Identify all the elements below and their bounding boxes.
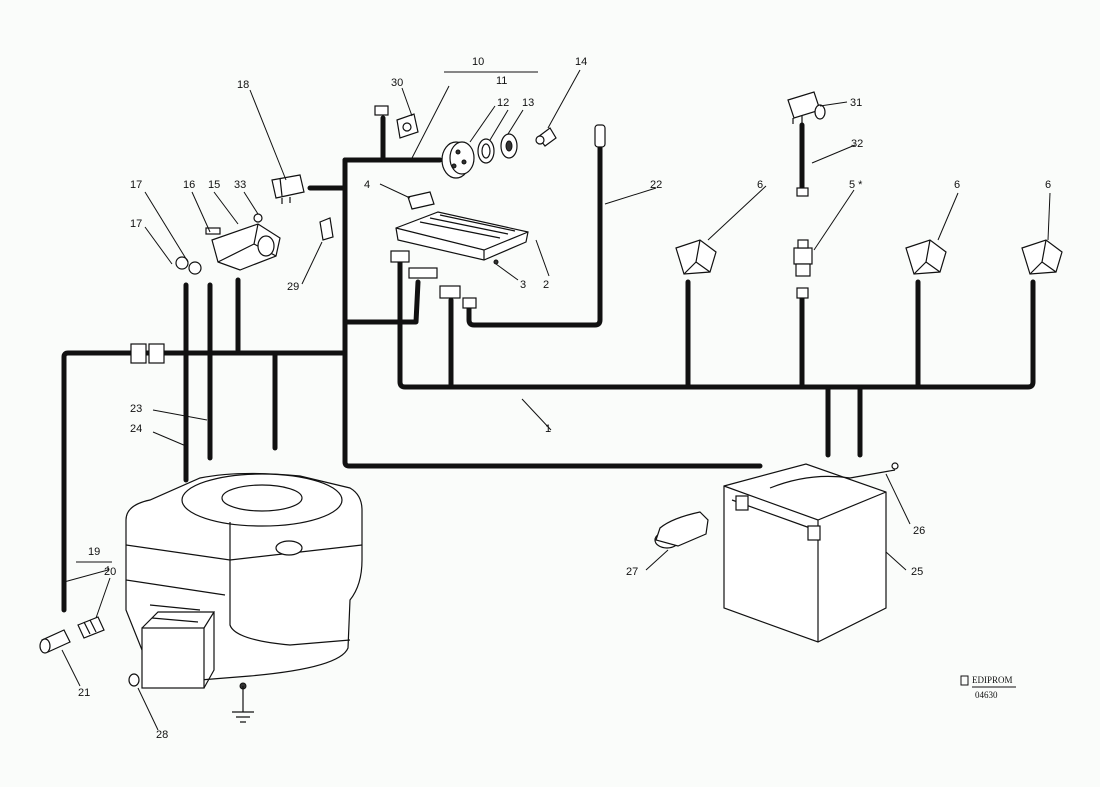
connector-plug [408,267,438,279]
callout-3: 3 [520,279,526,291]
safety-switch-2 [905,239,947,275]
callout-15: 15 [208,179,220,191]
callout-16: 16 [183,179,195,191]
callout-22: 22 [650,179,662,191]
callout-14: 14 [575,56,587,68]
callout-17b: 17 [130,218,142,230]
battery [723,462,899,643]
callout-28: 28 [156,729,168,741]
fuse-block [407,191,435,210]
callout-30: 30 [391,77,403,89]
callout-17a: 17 [130,179,142,191]
connector-plug [796,287,809,299]
callout-11: 11 [496,75,507,87]
connector-block [130,343,147,364]
wire-terminal [594,124,606,148]
callout-5: 5 * [849,179,863,191]
callout-27: 27 [626,566,638,578]
logo-mark [960,675,969,686]
connector-plug [462,297,477,309]
key-switch [787,91,826,124]
rocker-switch [271,174,305,204]
callout-24: 24 [130,423,142,435]
connector-plug [390,250,410,263]
fuse-holder [77,616,105,639]
callout-1: 1 [545,423,551,435]
safety-switch-1 [675,239,717,275]
bolt [128,673,140,687]
ground-symbol [232,682,254,723]
ignition-switch [441,127,557,179]
callout-23: 23 [130,403,142,415]
callout-6c: 6 [1045,179,1051,191]
callout-6b: 6 [954,179,960,191]
callout-33: 33 [234,179,246,191]
callout-32: 32 [851,138,863,150]
pressure-sensor [793,239,813,277]
publisher-logo: EDIPROM 04630 [960,675,1016,700]
callouts: 10 11 12 13 14 30 4 2 3 22 6 5 * 6 6 31 … [78,56,1051,741]
logo-name: EDIPROM [972,675,1013,685]
callout-18: 18 [237,79,249,91]
callout-12: 12 [497,97,509,109]
connector-plug [796,187,809,197]
connector-plug [374,105,389,116]
logo-code: 04630 [975,690,998,700]
callout-25: 25 [911,566,923,578]
cable-clip [396,113,419,139]
callout-19: 19 [88,546,100,558]
wiring-harness [61,115,1036,613]
callout-20: 20 [104,566,116,578]
connector-block [148,343,165,364]
callout-6a: 6 [757,179,763,191]
terminal-cover [654,511,709,549]
connector-plug [439,285,461,299]
callout-4: 4 [364,179,370,191]
leader-lines [61,69,1051,731]
callout-10: 10 [472,56,484,68]
wire-connector [319,217,334,241]
safety-switch-3 [1021,239,1063,275]
callout-21: 21 [78,687,90,699]
callout-26: 26 [913,525,925,537]
fuse [39,629,71,654]
callout-31: 31 [850,97,862,109]
callout-29: 29 [287,281,299,293]
control-board [395,211,529,265]
callout-13: 13 [522,97,534,109]
callout-2: 2 [543,279,549,291]
engine [125,472,363,689]
starter-solenoid [175,213,281,275]
